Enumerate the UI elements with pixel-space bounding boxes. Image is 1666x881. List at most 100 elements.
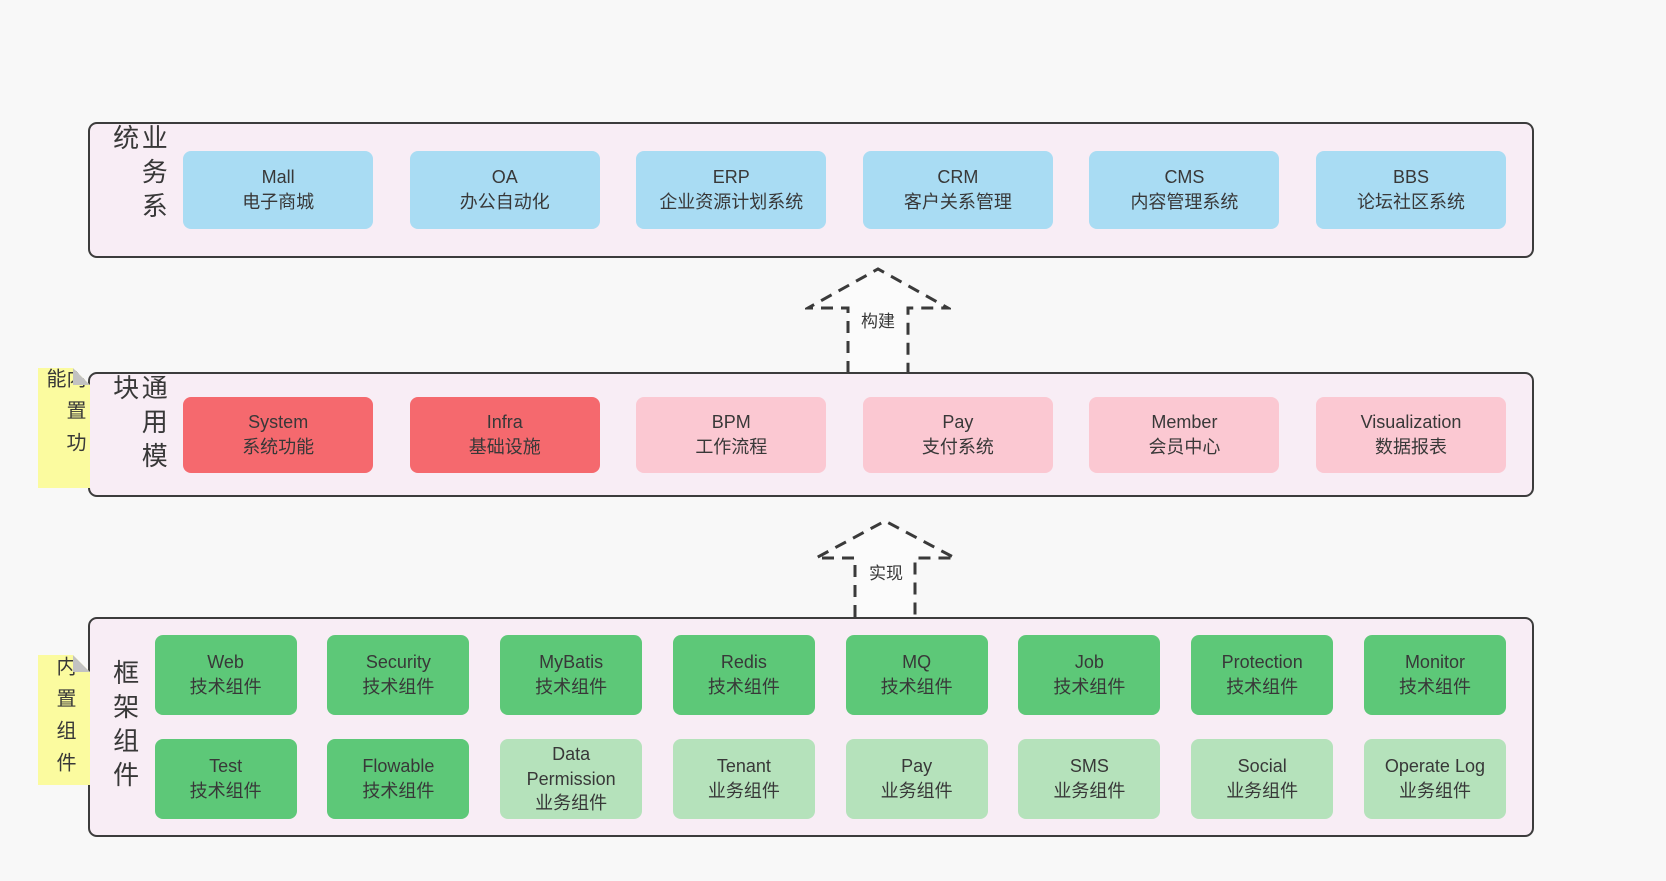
module-box-desc: 业务组件 [707,781,780,801]
components-boxes-area: Web 技术组件 Security 技术组件 MyBatis 技术组件 Redi… [145,635,1532,819]
box-flowable: Flowable 技术组件 [327,739,470,819]
module-box-name: MQ [902,652,932,673]
implement-arrow-label: 实现 [866,558,906,585]
module-box-desc: 工作流程 [695,436,768,457]
module-box-desc: 业务组件 [1053,781,1126,801]
box-mall: Mall 电子商城 [183,151,374,229]
box-sms: SMS 业务组件 [1018,739,1161,819]
module-box-desc: 技术组件 [707,677,780,697]
module-box-name: Infra [486,411,523,432]
layer-label-components: 框架组件 [109,659,140,795]
module-box-desc: 办公自动化 [459,192,550,212]
layer-framework-components: 框架组件 Web 技术组件 Security 技术组件 MyBatis 技术组件… [88,617,1534,837]
module-box-desc: 业务组件 [1398,781,1471,801]
layer-label-business: 业务系统 [109,124,169,226]
business-box-row: Mall 电子商城 OA 办公自动化 ERP 企业资源计划系统 CRM 客户关系… [183,151,1506,229]
box-mybatis: MyBatis 技术组件 [500,635,643,715]
box-cms: CMS 内容管理系统 [1089,151,1280,229]
module-box-desc: 系统功能 [242,436,315,457]
module-box-desc: 技术组件 [535,677,608,697]
note-fold-icon [73,368,90,385]
module-box-desc: 技术组件 [1398,677,1471,697]
module-box-name: Pay [942,411,974,432]
module-box-desc: 数据报表 [1375,436,1447,457]
module-box-desc: 支付系统 [921,436,994,457]
module-box-name: Security [365,652,431,673]
box-test: Test 技术组件 [154,739,297,819]
module-box-name: Social [1237,756,1287,777]
box-mq: MQ 技术组件 [845,635,988,715]
implement-arrow: 实现 [813,518,959,618]
module-box-name: System [248,411,309,432]
build-arrow: 构建 [805,266,951,374]
module-box-desc: 技术组件 [189,781,262,801]
box-operate-log: Operate Log 业务组件 [1363,739,1506,819]
layer-label-modules: 通用模块 [109,374,169,476]
module-box-name: Member [1151,411,1218,432]
module-box-name: Protection [1221,652,1303,673]
box-social: Social 业务组件 [1191,739,1334,819]
module-box-desc: 技术组件 [1053,677,1126,697]
note-text: 内置功能 [43,368,85,464]
box-bpm: BPM 工作流程 [636,396,827,473]
box-visualization: Visualization 数据报表 [1316,396,1506,473]
module-box-name: Visualization [1360,411,1462,432]
module-box-desc: 业务组件 [1226,781,1299,801]
module-box-desc: 技术组件 [362,677,435,697]
module-box-name: Monitor [1404,652,1465,673]
components-box-row-2: Test 技术组件 Flowable 技术组件 Data Permission … [154,739,1506,819]
sticky-note-built-in-components: 内置组件 [38,655,90,785]
module-box-desc: 基础设施 [468,436,541,457]
business-boxes-area: Mall 电子商城 OA 办公自动化 ERP 企业资源计划系统 CRM 客户关系… [173,151,1532,229]
box-job: Job 技术组件 [1018,635,1161,715]
components-rows: Web 技术组件 Security 技术组件 MyBatis 技术组件 Redi… [154,635,1506,819]
box-bbs: BBS 论坛社区系统 [1316,151,1506,229]
box-erp: ERP 企业资源计划系统 [636,151,827,229]
module-box-name: BPM [711,411,751,432]
box-redis: Redis 技术组件 [672,635,815,715]
module-box-desc: 技术组件 [189,677,262,697]
module-box-name: Redis [720,652,767,673]
module-box-desc: 论坛社区系统 [1357,192,1465,212]
module-box-name: Data Permission [526,743,616,789]
module-box-desc: 电子商城 [242,192,315,212]
box-member: Member 会员中心 [1089,396,1280,473]
module-box-desc: 技术组件 [1226,677,1299,697]
box-monitor: Monitor 技术组件 [1363,635,1506,715]
module-box-name: Job [1074,652,1104,673]
layer-common-modules: 通用模块 System 系统功能 Infra 基础设施 BPM 工作流程 Pay… [88,372,1534,497]
box-protection: Protection 技术组件 [1191,635,1334,715]
modules-boxes-area: System 系统功能 Infra 基础设施 BPM 工作流程 Pay 支付系统… [173,396,1532,473]
box-system: System 系统功能 [183,396,374,473]
sticky-note-built-in-features: 内置功能 [38,368,90,488]
module-box-desc: 企业资源计划系统 [659,192,804,212]
modules-box-row: System 系统功能 Infra 基础设施 BPM 工作流程 Pay 支付系统… [183,396,1506,473]
box-oa: OA 办公自动化 [409,151,600,229]
module-box-name: CRM [937,167,979,188]
module-box-name: BBS [1392,167,1430,188]
module-box-desc: 业务组件 [880,781,953,801]
module-box-desc: 内容管理系统 [1130,192,1239,212]
module-box-name: Mall [261,167,295,188]
box-data-permission: Data Permission 业务组件 [500,739,643,819]
module-box-name: Tenant [716,756,771,777]
module-box-name: MyBatis [539,652,604,673]
layer-business-systems: 业务系统 Mall 电子商城 OA 办公自动化 ERP 企业资源计划系统 CRM… [88,122,1534,258]
module-box-desc: 技术组件 [362,781,435,801]
box-pay: Pay 支付系统 [862,396,1053,473]
module-box-name: ERP [712,167,750,188]
note-text: 内置组件 [53,656,75,784]
module-box-desc: 技术组件 [880,677,953,697]
module-box-desc: 客户关系管理 [903,192,1012,212]
build-arrow-label: 构建 [858,306,898,333]
box-crm: CRM 客户关系管理 [862,151,1053,229]
box-pay: Pay 业务组件 [845,739,988,819]
module-box-name: SMS [1069,756,1109,777]
module-box-name: CMS [1164,167,1205,188]
module-box-desc: 业务组件 [535,793,608,814]
box-web: Web 技术组件 [154,635,297,715]
module-box-name: Operate Log [1384,756,1485,777]
components-box-row-1: Web 技术组件 Security 技术组件 MyBatis 技术组件 Redi… [154,635,1506,715]
module-box-name: Pay [901,756,933,777]
